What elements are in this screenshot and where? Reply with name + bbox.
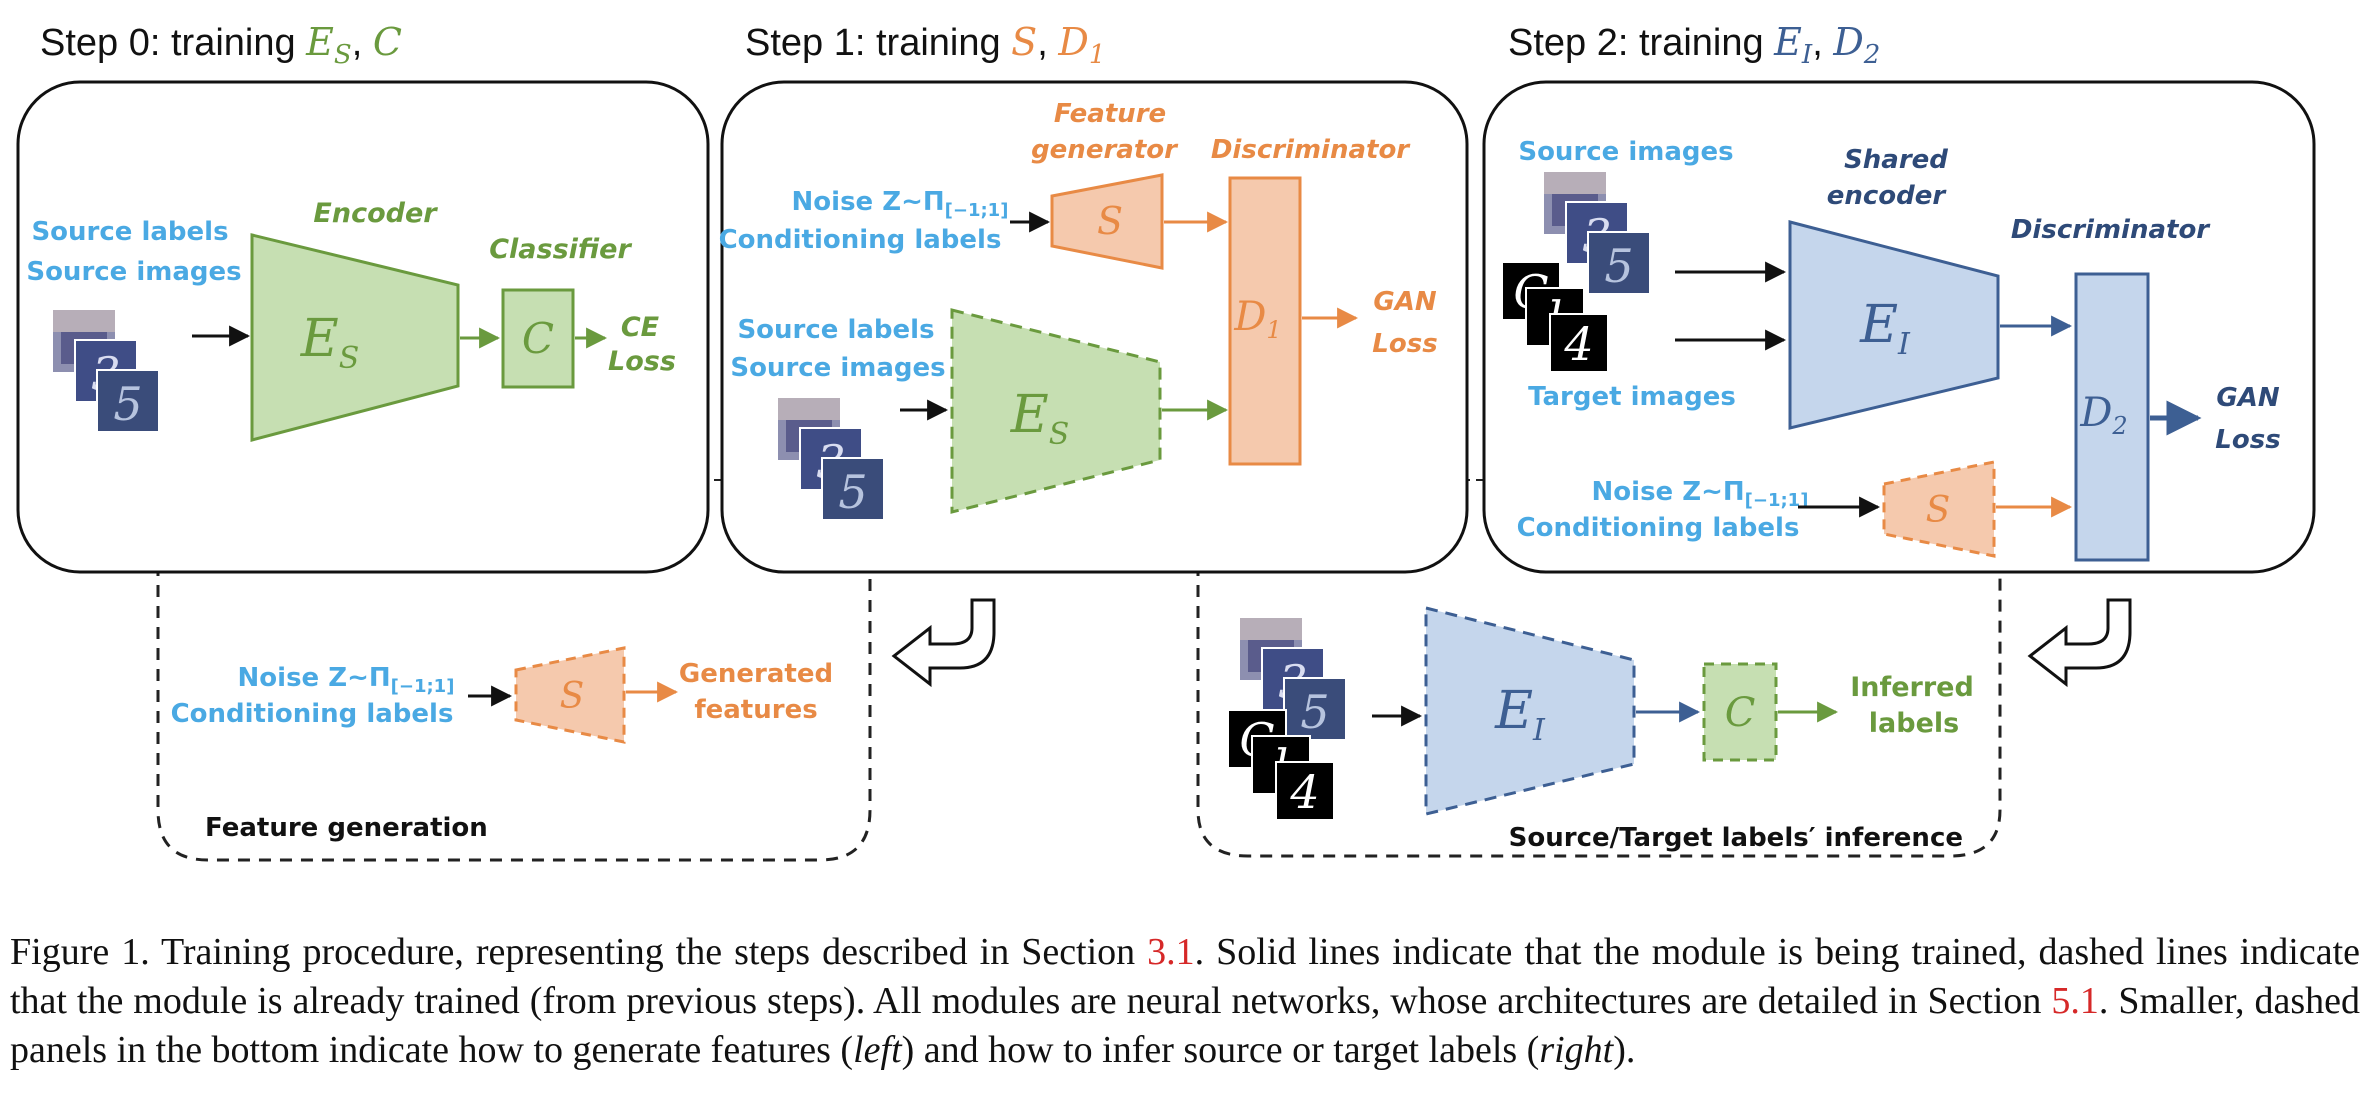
encoder-ei-trapezoid-frozen <box>1424 606 1636 816</box>
figure-caption: Figure 1. Training procedure, representi… <box>10 931 2360 1071</box>
classifier-label: Classifier <box>489 234 632 265</box>
section-ref-link[interactable]: 5.1 <box>2051 980 2099 1022</box>
ce-loss-text: Loss <box>608 346 676 377</box>
discriminator-d1-box <box>1228 176 1302 466</box>
gan-loss-text: Loss <box>1372 329 1437 359</box>
encoder-ei-symbol: EI <box>1859 295 1911 362</box>
feature-generation-panel <box>156 480 872 862</box>
generated-features-text: features <box>694 695 817 725</box>
shared-encoder-ei-trapezoid <box>1788 220 2000 430</box>
gan-loss-text: GAN <box>2216 383 2279 413</box>
source-images-text: Source images <box>26 257 241 287</box>
conditioning-labels-text: Conditioning labels <box>1517 513 1800 543</box>
gan-loss-text: Loss <box>2215 425 2280 455</box>
encoder-es-trapezoid <box>250 233 460 442</box>
discriminator-d2-symbol: D2 <box>2079 390 2127 440</box>
section-ref-link[interactable]: 3.1 <box>1147 931 1195 973</box>
inferred-labels-text: labels <box>1869 708 1959 739</box>
conditioning-labels-text: Conditioning labels <box>719 225 1002 255</box>
source-labels-text: Source labels <box>737 315 934 345</box>
generator-s-symbol: S <box>1926 490 1951 531</box>
source-labels-text: Source labels <box>31 217 228 247</box>
ce-loss-text: CE <box>621 312 660 343</box>
classifier-c-box-frozen <box>1702 662 1778 762</box>
noise-text: Noise Z~Π[−1;1] <box>792 187 1009 221</box>
step2-title: Step 2: training EI, D2 <box>1508 20 1880 70</box>
u-turn-arrow <box>891 598 996 688</box>
feature-generator-label: generator <box>1031 135 1179 165</box>
source-images-text: Source images <box>1518 137 1733 167</box>
encoder-label: Encoder <box>313 198 438 229</box>
source-images-text: Source images <box>730 353 945 383</box>
generator-s-trapezoid-frozen <box>1882 460 1996 558</box>
encoder-es-trapezoid-frozen <box>950 308 1162 514</box>
encoder-ei-symbol: EI <box>1494 681 1546 748</box>
generator-s-symbol: S <box>560 676 585 717</box>
shared-encoder-label: Shared <box>1844 145 1948 175</box>
noise-text: Noise Z~Π[−1;1] <box>238 663 455 697</box>
discriminator-d2-box <box>2074 272 2150 562</box>
training-procedure-diagram: 3 5 C l 4 Step 0: training ES, C Step 1:… <box>16 20 2316 862</box>
discriminator-label: Discriminator <box>1211 135 1411 165</box>
label-inference-title: Source/Target labels′ inference <box>1509 823 1963 853</box>
classifier-c-symbol: C <box>522 314 554 363</box>
gan-loss-text: GAN <box>1373 287 1436 317</box>
target-images-text: Target images <box>1528 382 1736 412</box>
feature-generator-s-trapezoid <box>1050 173 1164 270</box>
generator-s-symbol: S <box>1097 199 1123 243</box>
step0-title: Step 0: training ES, C <box>40 20 402 70</box>
classifier-c-symbol: C <box>1725 690 1756 736</box>
inferred-labels-text: Inferred <box>1850 672 1974 703</box>
generator-s-trapezoid-frozen <box>514 646 626 744</box>
discriminator-label: Discriminator <box>2011 215 2211 245</box>
encoder-es-symbol: ES <box>1010 385 1070 452</box>
feature-generation-title: Feature generation <box>205 813 488 843</box>
noise-text: Noise Z~Π[−1;1] <box>1592 477 1809 511</box>
encoder-es-symbol: ES <box>300 309 360 376</box>
shared-encoder-label: encoder <box>1827 181 1948 211</box>
step1-title: Step 1: training S, D1 <box>745 20 1105 70</box>
generated-features-text: Generated <box>679 659 833 689</box>
classifier-c-box <box>501 288 575 389</box>
feature-generator-label: Feature <box>1054 99 1166 129</box>
discriminator-d1-symbol: D1 <box>1233 294 1281 344</box>
u-turn-arrow <box>2027 598 2132 688</box>
conditioning-labels-text: Conditioning labels <box>171 699 454 729</box>
